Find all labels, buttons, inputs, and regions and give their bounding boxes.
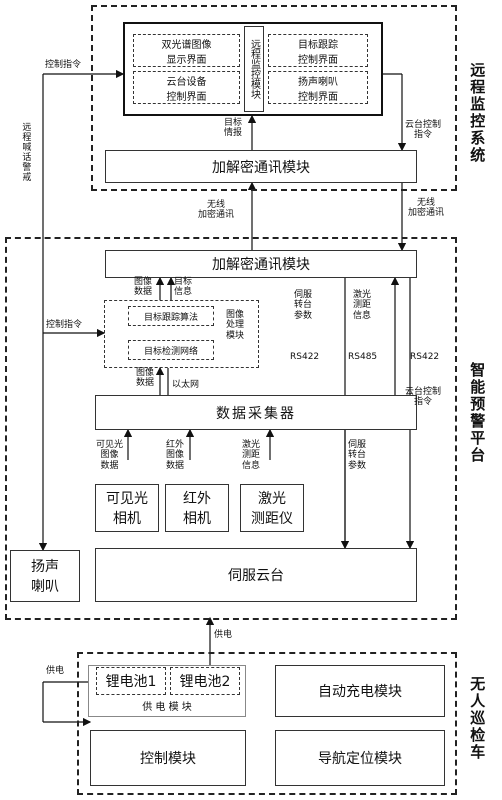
speaker-horn: 扬声 喇叭 [10,550,80,602]
label-rs422-right: RS422 [410,352,440,362]
label-power-left: 供电 [46,666,65,676]
detection-network: 目标检测网络 [128,340,214,360]
label-rs485: RS485 [348,352,378,362]
label-laser-data: 激光 测距 信息 [242,440,261,471]
smart-warning-frame [5,237,457,620]
lithium-battery-2: 锂电池2 [170,667,240,695]
data-collector: 数据采集器 [95,395,417,430]
label-image-data-up: 图像 数据 [134,277,153,298]
dual-spectrum-ui: 双光谱图像 显示界面 [133,34,240,67]
lithium-battery-1: 锂电池1 [96,667,166,695]
label-rs422-left: RS422 [290,352,320,362]
ptz-control-ui: 云台设备 控制界面 [133,71,240,104]
label-wireless-right: 无线 加密通讯 [408,198,445,219]
label-target-info-top: 目标 情报 [224,118,243,139]
infrared-camera: 红外 相机 [165,484,229,532]
navigation-module: 导航定位模块 [275,730,445,786]
power-module-label: 供 电 模 块 [142,702,192,713]
vehicle-section-title: 无人巡检车 [468,676,487,761]
label-wireless-left: 无线 加密通讯 [198,200,235,221]
remote-monitor-module: 远程监控模块 [244,26,264,112]
control-module: 控制模块 [90,730,246,786]
platform-section-title: 智能预警平台 [468,362,487,464]
label-ptz-cmd-mid: 云台控制 指令 [405,387,442,408]
label-control-cmd-top: 控制指令 [45,60,82,70]
auto-charging-module: 自动充电模块 [275,665,445,717]
remote-crypto-module: 加解密通讯模块 [105,150,417,183]
image-processing-frame [104,300,259,368]
image-processing-module: 图像 处理 模块 [225,310,244,341]
label-servo-params-low: 伺服 转台 参数 [348,440,367,471]
remote-monitor-frame [91,5,457,191]
target-tracking-ui: 目标跟踪 控制界面 [268,34,368,67]
label-target-info-mid: 目标 信息 [174,277,193,298]
label-ir-data: 红外 图像 数据 [166,440,185,471]
label-remote-shout: 远程喊话警戒 [20,122,31,182]
power-module-frame [88,665,246,717]
label-servo-params-top: 伺服 转台 参数 [294,290,313,321]
label-image-data-low: 图像 数据 [136,368,155,389]
remote-section-title: 远程监控系统 [468,62,487,164]
label-control-cmd-mid: 控制指令 [46,320,83,330]
unmanned-vehicle-frame [77,652,457,795]
label-ethernet: 以太网 [172,380,200,390]
tracking-algorithm: 目标跟踪算法 [128,306,214,326]
label-ptz-cmd-top: 云台控制 指令 [405,120,442,141]
visible-light-camera: 可见光 相机 [95,484,159,532]
speaker-control-ui: 扬声喇叭 控制界面 [268,71,368,104]
laser-rangefinder: 激光 测距仪 [240,484,304,532]
label-power-up: 供电 [214,630,233,640]
platform-crypto-module: 加解密通讯模块 [105,250,417,278]
label-visible-data: 可见光 图像 数据 [96,440,124,471]
servo-ptz: 伺服云台 [95,548,417,602]
label-laser-info-top: 激光 测距 信息 [353,290,372,321]
